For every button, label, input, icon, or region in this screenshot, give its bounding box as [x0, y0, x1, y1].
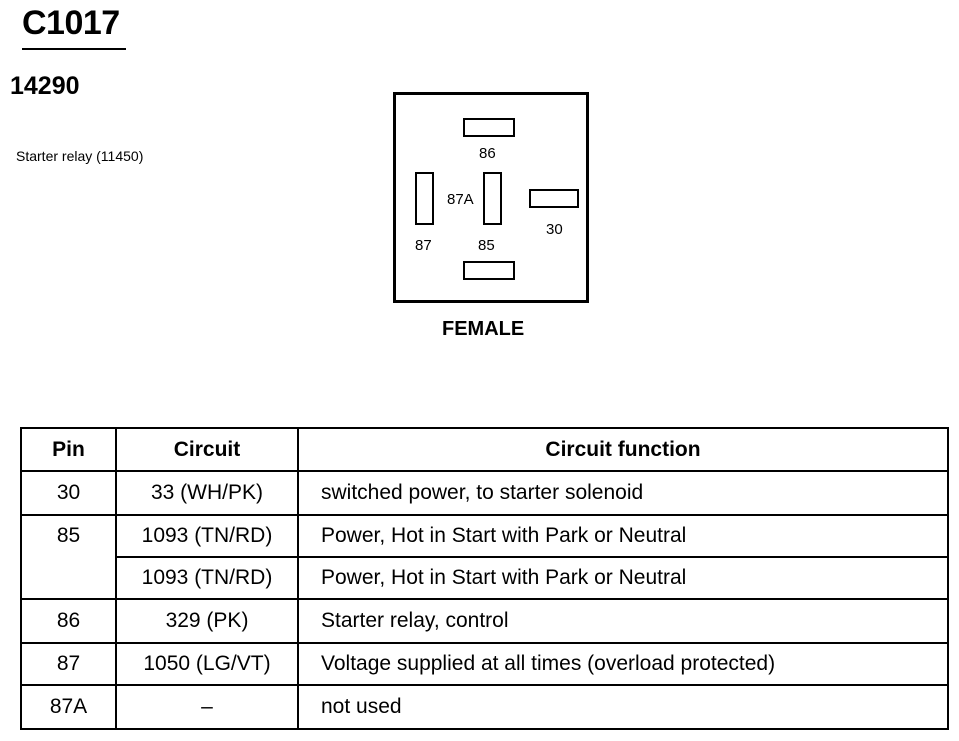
circuit-cell: – — [115, 684, 299, 729]
circuit-cell: 1093 (TN/RD) — [115, 556, 299, 599]
pin-label-85: 85 — [478, 237, 495, 254]
function-cell: Voltage supplied at all times (overload … — [297, 642, 949, 685]
terminal-87 — [415, 172, 434, 225]
table-row: 87A – not used — [20, 684, 949, 729]
pin-cell: 30 — [20, 470, 117, 515]
function-cell: Power, Hot in Start with Park or Neutral — [297, 514, 949, 557]
function-cell: not used — [297, 684, 949, 729]
table-row: 1093 (TN/RD) Power, Hot in Start with Pa… — [21, 556, 949, 599]
header-pin: Pin — [20, 428, 117, 472]
terminal-87a — [483, 172, 502, 225]
table-header-row: Pin Circuit Circuit function — [20, 428, 949, 472]
pin-label-86: 86 — [479, 145, 496, 162]
pin-table: Pin Circuit Circuit function 30 33 (WH/P… — [20, 427, 949, 730]
circuit-cell: 1050 (LG/VT) — [115, 642, 299, 685]
table-row: 85 1093 (TN/RD) Power, Hot in Start with… — [20, 514, 949, 599]
header-circuit: Circuit — [115, 428, 299, 472]
connector-id: C1017 — [22, 4, 120, 42]
pin-cell: 85 — [20, 514, 117, 599]
pin-label-87a: 87A — [447, 191, 474, 208]
table-row: 86 329 (PK) Starter relay, control — [20, 598, 949, 643]
circuit-cell: 1093 (TN/RD) — [115, 514, 299, 557]
pin-cell: 86 — [20, 598, 117, 643]
pin-label-30: 30 — [546, 221, 563, 238]
circuit-cell: 329 (PK) — [115, 598, 299, 643]
title-underline — [22, 48, 126, 50]
circuit-cell: 33 (WH/PK) — [115, 470, 299, 515]
pin-cell: 87A — [20, 684, 117, 729]
function-cell: switched power, to starter solenoid — [297, 470, 949, 515]
header-circuit-function: Circuit function — [297, 428, 949, 472]
terminal-86 — [463, 118, 515, 137]
terminal-30 — [529, 189, 579, 208]
part-number: 14290 — [10, 72, 80, 100]
terminal-85 — [463, 261, 515, 280]
table-row: 30 33 (WH/PK) switched power, to starter… — [20, 470, 949, 515]
function-cell: Power, Hot in Start with Park or Neutral — [297, 556, 949, 599]
connector-description: Starter relay (11450) — [16, 148, 144, 164]
pin-label-87: 87 — [415, 237, 432, 254]
connector-face-diagram: 86 87A 30 87 85 — [393, 92, 589, 303]
connector-view-label: FEMALE — [442, 318, 525, 340]
table-row: 87 1050 (LG/VT) Voltage supplied at all … — [20, 642, 949, 685]
function-cell: Starter relay, control — [297, 598, 949, 643]
pin-cell: 87 — [20, 642, 117, 685]
